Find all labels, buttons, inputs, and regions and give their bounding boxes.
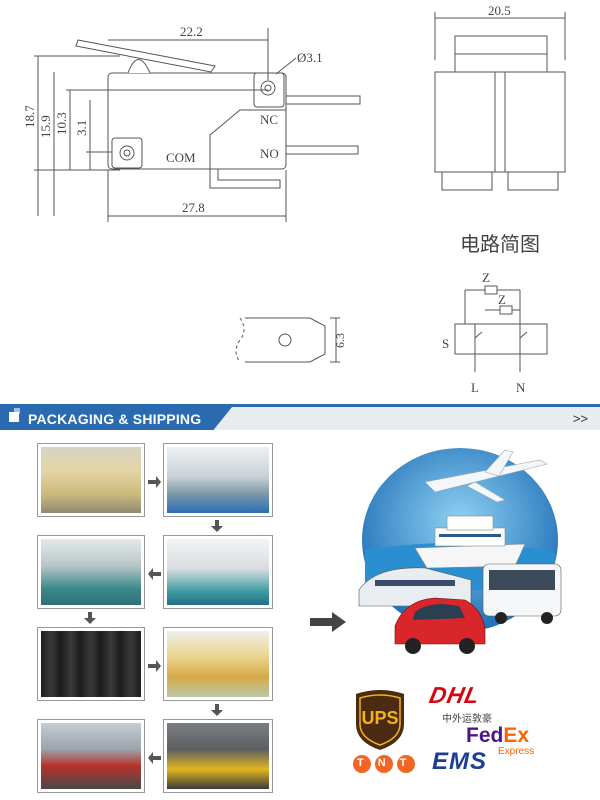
switch-front-view-drawing: 20.5	[434, 3, 566, 191]
fedex-express-label: Express	[498, 746, 535, 757]
dim-hole-diameter: Ø3.1	[297, 50, 323, 65]
dim-20-5: 20.5	[488, 3, 511, 18]
flow-arrows	[84, 476, 223, 764]
banner-square-icon-2	[9, 412, 19, 422]
dim-10-3: 10.3	[54, 112, 69, 135]
photo-forklift	[163, 719, 273, 793]
terminal-detail-drawing: 6.3	[235, 317, 347, 363]
transport-illustration	[358, 448, 562, 654]
dim-6-3: 6.3	[333, 333, 347, 348]
sch-z-top: Z	[482, 270, 490, 285]
dim-22-2: 22.2	[180, 24, 203, 39]
arrow-right-icon	[148, 476, 161, 488]
tnt-logo: TNT	[352, 754, 416, 774]
big-arrow-right-icon	[310, 612, 346, 632]
arrow-right-icon-2	[148, 660, 161, 672]
dhl-chinese-name: 中外运敦豪	[442, 714, 492, 725]
banner-strip	[0, 404, 600, 407]
switch-side-view-drawing: 22.2 Ø3.1 NC NO COM 27.8 18.7 15.9 10.3 …	[22, 24, 361, 222]
ems-logo: EMS	[432, 748, 488, 775]
label-nc: NC	[260, 112, 278, 127]
sch-s: S	[442, 336, 449, 351]
tnt-logo-text: TNT	[357, 757, 421, 769]
schematic-title: 电路简图	[460, 232, 540, 256]
banner-title: PACKAGING & SHIPPING	[28, 411, 202, 427]
dim-27-8: 27.8	[182, 200, 205, 215]
photo-carton-boxes	[163, 627, 273, 701]
dim-18-7: 18.7	[22, 105, 37, 128]
arrow-down-icon	[211, 520, 223, 532]
dhl-logo: DHL	[427, 682, 483, 708]
arrow-down-icon-3	[211, 704, 223, 716]
sch-n: N	[516, 380, 526, 395]
circuit-schematic: Z Z S L N	[442, 270, 548, 395]
label-com: COM	[166, 150, 196, 165]
banner-tab	[0, 407, 232, 430]
photo-warehouse-stock	[37, 443, 145, 517]
packaging-shipping-banner: PACKAGING & SHIPPING >>	[0, 404, 600, 430]
dim-3-1: 3.1	[74, 120, 89, 136]
photo-inspection-room	[163, 535, 273, 609]
dim-15-9: 15.9	[38, 115, 53, 138]
arrow-down-icon-2	[84, 612, 96, 624]
sch-z-mid: Z	[498, 292, 506, 307]
photo-truck-loading	[37, 719, 145, 793]
photo-packed-products	[37, 627, 145, 701]
photo-assembly-workshop	[37, 535, 145, 609]
fedex-logo: FedEx	[466, 724, 529, 748]
photo-production-line	[163, 443, 273, 517]
fedex-logo-fed: Fed	[466, 724, 504, 747]
more-link[interactable]: >>	[572, 411, 588, 426]
arrow-left-icon	[148, 568, 161, 580]
ups-logo: UPS	[350, 688, 410, 752]
sch-l: L	[471, 380, 479, 395]
fedex-logo-ex: Ex	[503, 724, 530, 747]
banner-square-icon	[14, 408, 20, 414]
label-no: NO	[260, 146, 279, 161]
ups-logo-text: UPS	[361, 708, 399, 728]
arrow-left-icon-2	[148, 752, 161, 764]
